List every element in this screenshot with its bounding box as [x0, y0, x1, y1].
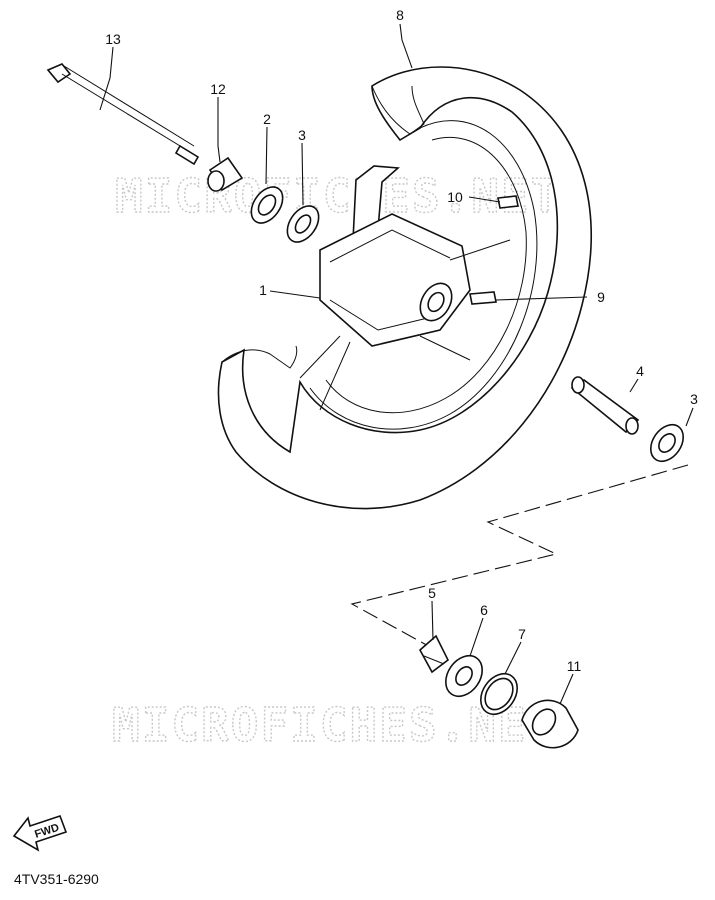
leader-lines [99, 23, 694, 705]
collar-spacer [207, 156, 244, 192]
callout-9: 9 [597, 289, 605, 305]
wheel-hub [299, 165, 511, 411]
axle [46, 63, 200, 166]
spacer [570, 376, 640, 435]
speedometer-gear-unit [521, 699, 579, 749]
callout-5: 5 [428, 585, 436, 601]
callout-10: 10 [447, 189, 463, 205]
callout-6: 6 [480, 602, 488, 618]
assembly-bracket [350, 464, 689, 649]
forward-arrow-icon: FWD [12, 814, 68, 852]
retainer [418, 634, 450, 674]
tire [217, 66, 592, 510]
valve [497, 195, 519, 209]
callout-7: 7 [518, 626, 526, 642]
bolt [469, 291, 497, 305]
callout-13: 13 [105, 31, 121, 47]
callouts: 13 12 2 3 8 10 1 9 4 3 5 6 7 11 [105, 7, 698, 674]
bearing-lower [649, 423, 685, 463]
callout-4: 4 [636, 363, 644, 379]
callout-3-upper: 3 [298, 127, 306, 143]
o-ring [480, 672, 518, 716]
callout-3-lower: 3 [690, 391, 698, 407]
seal [445, 654, 483, 698]
callout-11: 11 [567, 658, 582, 674]
callout-2: 2 [263, 111, 271, 127]
bearing-upper [286, 205, 320, 243]
callout-12: 12 [210, 81, 226, 97]
callout-8: 8 [396, 7, 404, 23]
diagram-code: 4TV351-6290 [14, 871, 99, 887]
callout-1: 1 [259, 282, 267, 298]
oil-seal [250, 186, 284, 224]
watermark-top: MICROFICHES.NET [115, 169, 560, 223]
